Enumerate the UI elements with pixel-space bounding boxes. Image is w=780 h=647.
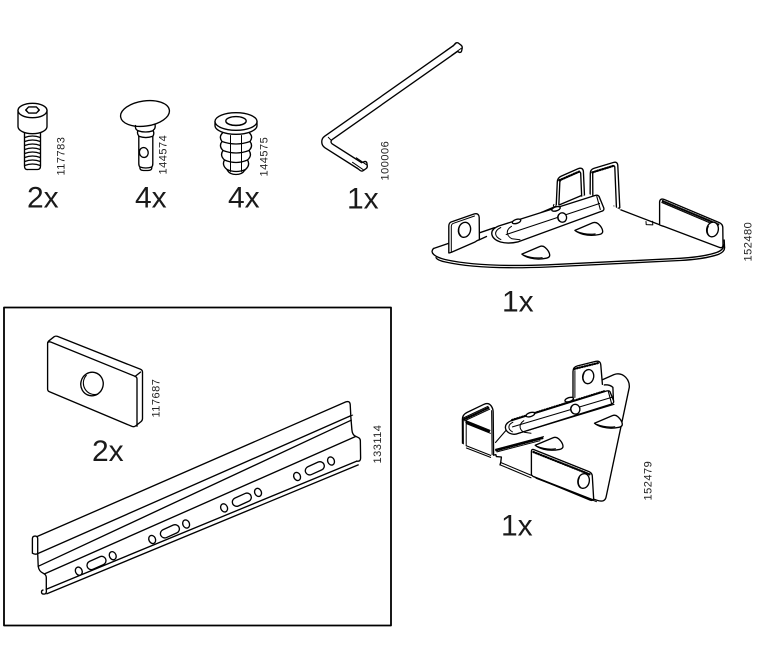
- svg-text:152480: 152480: [743, 222, 755, 262]
- svg-text:117783: 117783: [56, 137, 68, 176]
- svg-text:2x: 2x: [27, 182, 59, 215]
- svg-text:4x: 4x: [228, 182, 260, 215]
- svg-text:1x: 1x: [502, 286, 534, 319]
- svg-text:117687: 117687: [151, 379, 163, 418]
- svg-text:1x: 1x: [501, 510, 533, 543]
- svg-text:152479: 152479: [643, 461, 655, 501]
- svg-text:2x: 2x: [92, 435, 124, 468]
- svg-text:133114: 133114: [372, 425, 384, 464]
- svg-text:4x: 4x: [135, 182, 167, 215]
- svg-text:1x: 1x: [347, 183, 379, 216]
- svg-text:144574: 144574: [158, 135, 170, 175]
- svg-text:144575: 144575: [259, 137, 271, 177]
- svg-text:100006: 100006: [380, 141, 392, 181]
